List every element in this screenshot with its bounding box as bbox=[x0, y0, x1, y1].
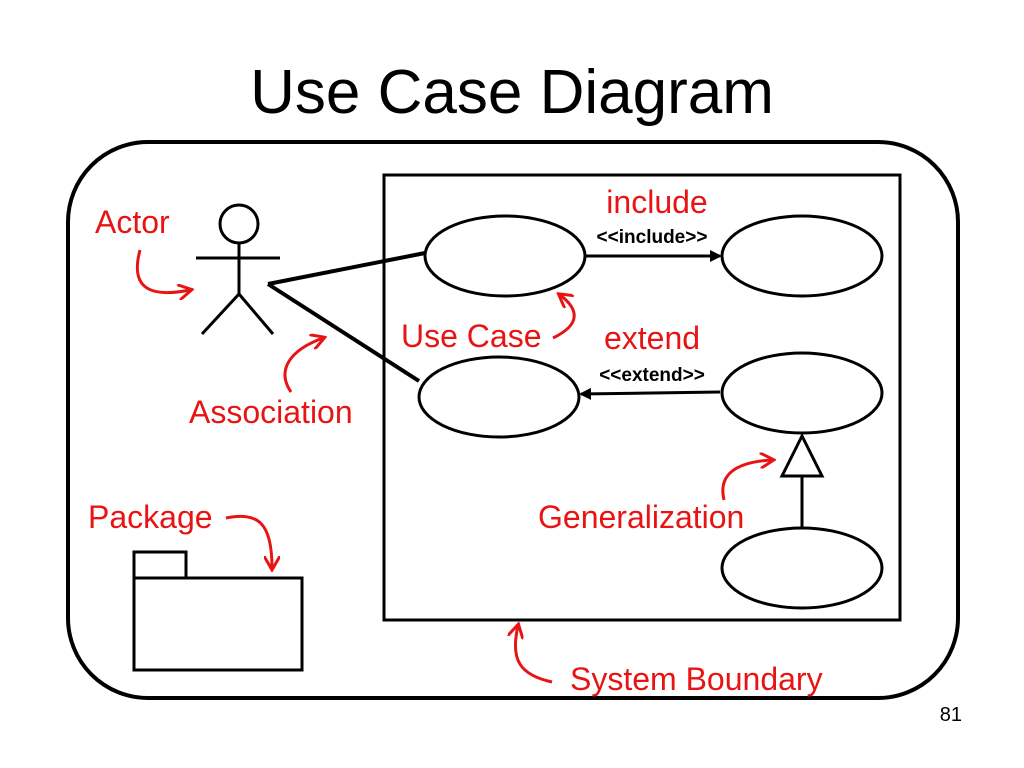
use-case-pointer-arrow bbox=[552, 295, 576, 340]
actor-figure bbox=[196, 203, 280, 336]
label-association: Association bbox=[189, 394, 353, 430]
use-case-included bbox=[720, 214, 884, 298]
extend-arrow bbox=[579, 387, 721, 400]
system-boundary bbox=[382, 173, 902, 622]
outer-frame bbox=[66, 140, 960, 700]
use-case-1 bbox=[423, 214, 587, 298]
label-extend: extend bbox=[604, 320, 700, 356]
label-generalization: Generalization bbox=[538, 499, 744, 535]
label-include: include bbox=[606, 184, 707, 220]
label-package: Package bbox=[88, 499, 213, 535]
use-case-child bbox=[720, 526, 884, 610]
label-system-boundary: System Boundary bbox=[570, 661, 823, 697]
system-boundary-pointer-arrow bbox=[515, 626, 553, 684]
page-number: 81 bbox=[939, 704, 962, 726]
association-line-top bbox=[267, 251, 426, 286]
label-actor: Actor bbox=[95, 204, 170, 240]
slide-title: Use Case Diagram bbox=[250, 58, 774, 127]
label-use-case: Use Case bbox=[401, 318, 542, 354]
extend-stereotype: <<extend>> bbox=[599, 365, 705, 386]
actor-pointer-arrow bbox=[135, 249, 190, 293]
package-pointer-arrow bbox=[225, 514, 272, 568]
generalization-triangle bbox=[779, 432, 825, 478]
generalization-pointer-arrow bbox=[721, 460, 772, 501]
association-line-bottom bbox=[266, 282, 421, 383]
use-case-extending bbox=[720, 351, 884, 435]
package-icon bbox=[132, 550, 304, 672]
use-case-2 bbox=[417, 355, 581, 439]
include-stereotype: <<include>> bbox=[597, 227, 708, 248]
association-pointer-arrow bbox=[283, 338, 323, 393]
